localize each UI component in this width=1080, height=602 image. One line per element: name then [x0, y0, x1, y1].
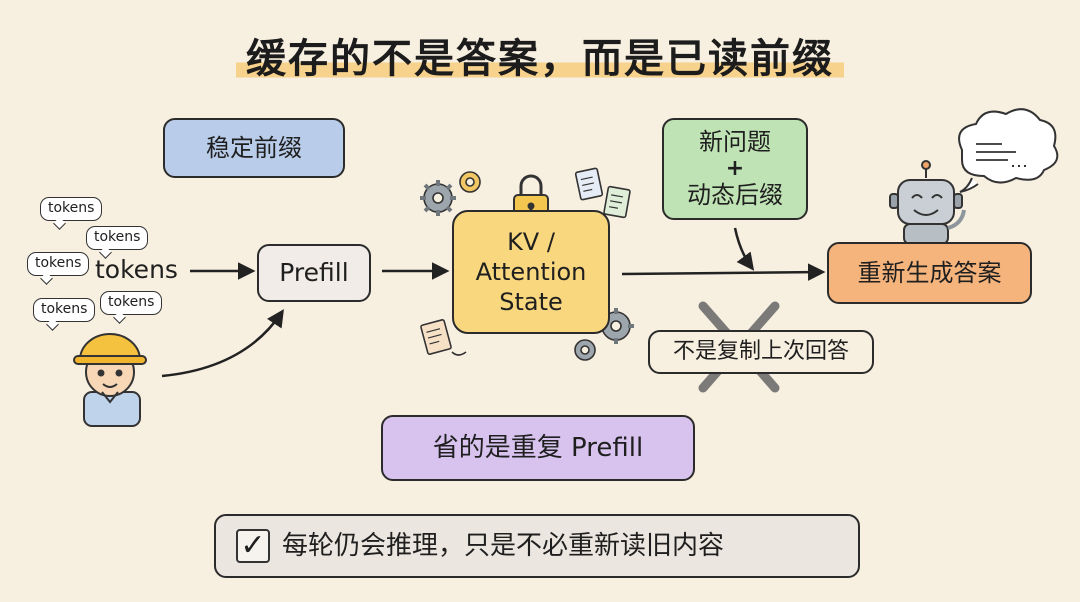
new-question-label: 新问题 [699, 127, 771, 156]
kv-line: State [499, 288, 563, 316]
prefill-box: Prefill [257, 244, 371, 302]
prefill-label: Prefill [279, 258, 349, 288]
check-icon: ✓ [236, 529, 270, 563]
arrow-worker-to-prefill [161, 309, 284, 378]
page-title: 缓存的不是答案，而是已读前缀 [0, 26, 1080, 84]
bottom-note-box: ✓ 每轮仍会推理，只是不必重新读旧内容 [214, 514, 860, 578]
saved-prefill-box: 省的是重复 Prefill [381, 415, 695, 481]
regenerate-answer-box: 重新生成答案 [827, 242, 1032, 304]
dynamic-suffix-label: 动态后缀 [687, 180, 783, 209]
saved-label: 省的是重复 Prefill [432, 432, 644, 463]
tokens-label: tokens [95, 255, 178, 284]
kv-attention-state-box: KV / Attention State [452, 210, 610, 334]
gear-icon [574, 339, 596, 361]
speech-cloud-icon [958, 108, 1059, 193]
arrow-newq-to-main [733, 227, 755, 271]
kv-line: KV / [507, 228, 555, 256]
bottom-note-label: 每轮仍会推理，只是不必重新读旧内容 [282, 530, 725, 561]
plus-sign: + [725, 156, 745, 182]
tokens-bubble: tokens [33, 298, 96, 322]
tokens-bubble: tokens [86, 226, 149, 250]
document-icon [574, 167, 631, 219]
robot-icon [889, 160, 966, 245]
document-icon [420, 319, 467, 356]
gear-icon [459, 171, 481, 193]
not-copy-label: 不是复制上次回答 [672, 339, 849, 365]
gear-icon [420, 180, 456, 216]
tokens-bubble: tokens [27, 252, 90, 276]
kv-line: Attention [475, 258, 587, 286]
worker-icon [73, 333, 147, 427]
stable-prefix-box: 稳定前缀 [163, 118, 345, 178]
stable-prefix-label: 稳定前缀 [206, 134, 302, 162]
tokens-bubble: tokens [40, 197, 103, 221]
tokens-bubble: tokens [100, 291, 163, 315]
regenerate-label: 重新生成答案 [857, 259, 1002, 287]
new-question-box: 新问题 + 动态后缀 [662, 118, 808, 220]
arrow-kv-to-regenerate [621, 263, 826, 281]
not-copy-box: 不是复制上次回答 [648, 330, 874, 374]
